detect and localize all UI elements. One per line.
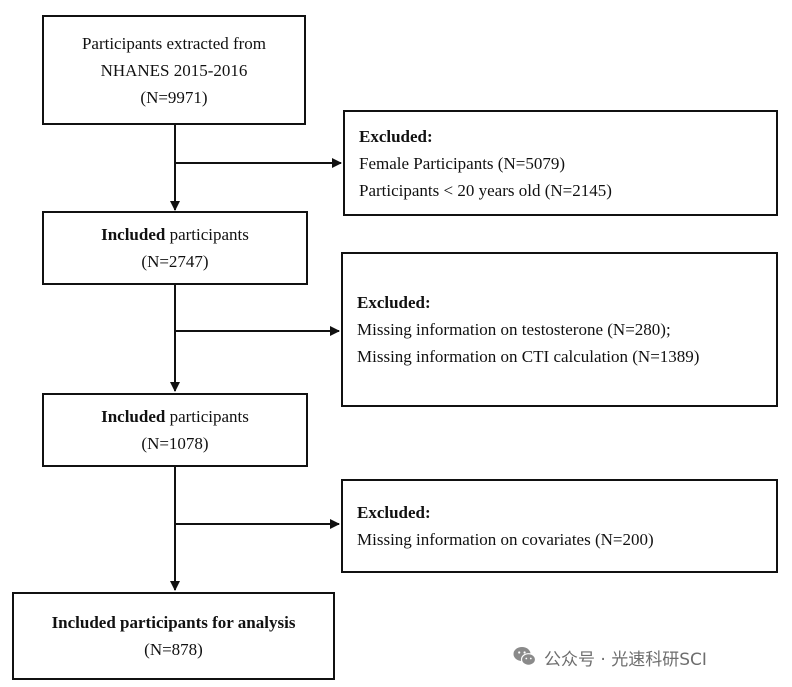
excluded-heading-3: Excluded: xyxy=(357,503,431,522)
excluded-2-line-2: Missing information on CTI calculation (… xyxy=(357,347,700,366)
included-1-bold: Included xyxy=(101,225,166,244)
included-2-bold: Included xyxy=(101,407,166,426)
excluded-2-line-1: Missing information on testosterone (N=2… xyxy=(357,320,671,339)
start-count: (N=9971) xyxy=(140,87,208,107)
excluded-heading-2: Excluded: xyxy=(357,293,431,312)
watermark: 公众号 · 光速科研SCI xyxy=(512,642,707,672)
excluded-box-1: Excluded: Female Participants (N=5079) P… xyxy=(343,110,778,216)
included-box-2: Included participants (N=1078) xyxy=(42,393,308,467)
excluded-1-line-2: Participants < 20 years old (N=2145) xyxy=(359,180,612,200)
included-box-1: Included participants (N=2747) xyxy=(42,211,308,285)
start-line-1: Participants extracted from xyxy=(81,33,267,53)
final-count: (N=878) xyxy=(144,640,203,659)
included-1-rest: participants xyxy=(165,225,249,244)
excluded-3-line-1: Missing information on covariates (N=200… xyxy=(357,530,654,549)
excluded-1-line-1: Female Participants (N=5079) xyxy=(359,153,565,173)
excluded-heading-1: Excluded: xyxy=(359,126,433,146)
included-1-count: (N=2747) xyxy=(141,252,209,271)
final-label: Included participants for analysis xyxy=(51,613,296,632)
final-box: Included participants for analysis (N=87… xyxy=(12,592,335,680)
start-line-2: NHANES 2015-2016 xyxy=(100,60,248,80)
excluded-box-2: Excluded: Missing information on testost… xyxy=(341,252,778,407)
wechat-icon xyxy=(513,647,537,666)
excluded-box-3: Excluded: Missing information on covaria… xyxy=(341,479,778,573)
included-2-label: Included participants xyxy=(101,403,249,430)
watermark-text: 公众号 · 光速科研SCI xyxy=(544,649,707,670)
included-2-rest: participants xyxy=(165,407,249,426)
included-1-label: Included participants xyxy=(101,221,249,248)
start-box: Participants extracted from NHANES 2015-… xyxy=(42,15,306,125)
included-2-count: (N=1078) xyxy=(141,434,209,453)
